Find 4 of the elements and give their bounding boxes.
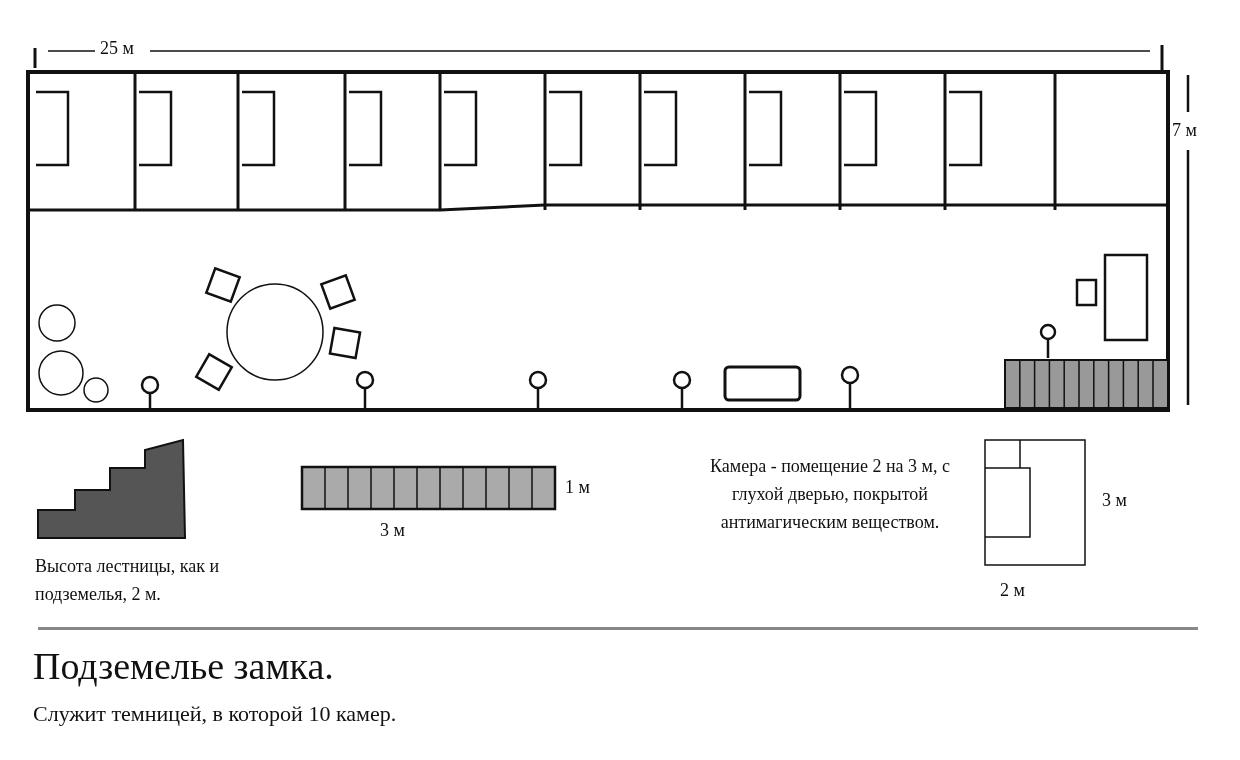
- caption: Служит темницей, в которой 10 камер.: [33, 700, 397, 728]
- note-text: Высота лестницы, как и подземелья, 2 м.: [35, 555, 221, 606]
- note-text: Камера - помещение 2 на 3 м, с глухой дверью, покрытой антимагическим веществом.: [709, 455, 951, 534]
- title: Подземелье замка.: [33, 644, 334, 689]
